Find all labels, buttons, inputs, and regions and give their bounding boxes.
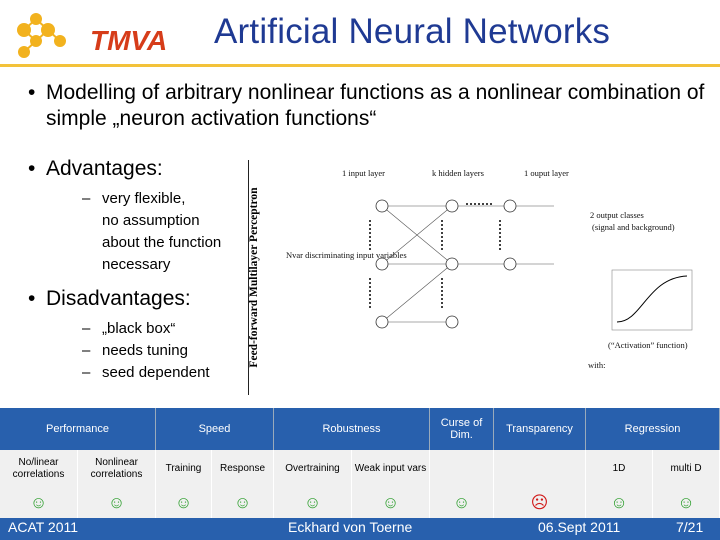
rating-icon: ☺ (653, 488, 720, 518)
rating-icon: ☺ (586, 488, 653, 518)
rating-icon: ☺ (430, 488, 494, 518)
dash: – (82, 342, 91, 359)
disadvantage-item: –needs tuning (82, 340, 210, 362)
sigmoid-plot (611, 269, 693, 331)
header-performance: Performance (0, 408, 156, 450)
with-label: with: (588, 360, 605, 370)
bullet-dot: • (28, 81, 36, 104)
sub-training: Training (156, 450, 212, 488)
input-nodes (375, 199, 517, 329)
dash: – (82, 190, 91, 207)
rating-icon: ☺ (352, 488, 430, 518)
advantage-line: very flexible, (102, 190, 186, 207)
sub-nonlinear-corr: Nonlinear correlations (78, 450, 156, 488)
output-classes-label-2: (signal and background) (592, 222, 675, 232)
rating-icon: ☺ (78, 488, 156, 518)
dash: – (82, 320, 91, 337)
disadvantage-item: –„black box“ (82, 318, 210, 340)
disadvantage-item: –seed dependent (82, 362, 210, 384)
rating-icon: ☺ (274, 488, 352, 518)
footer-date: 06.Sept 2011 (538, 519, 621, 535)
layer-output-label: 1 ouput layer (524, 168, 569, 178)
logo-text: TMVA (90, 25, 167, 56)
header-speed: Speed (156, 408, 274, 450)
title-divider (0, 64, 720, 67)
ellipsis-lines (369, 203, 501, 310)
rating-icon: ☺ (212, 488, 274, 518)
advantages-title: Advantages: (46, 157, 163, 180)
disadvantage-text: seed dependent (102, 364, 210, 381)
comparison-table: Performance Speed Robustness Curse of Di… (0, 408, 720, 518)
footer-conference: ACAT 2011 (8, 519, 79, 535)
disadvantage-text: needs tuning (102, 342, 188, 359)
sub-weak-vars: Weak input vars (352, 450, 430, 488)
sub-transparency-blank (494, 450, 586, 488)
advantage-line: necessary (102, 256, 171, 273)
slide-title: Artificial Neural Networks (214, 12, 611, 51)
sub-response: Response (212, 450, 274, 488)
dash: – (82, 364, 91, 381)
tmva-logo: TMVA (17, 13, 167, 58)
sub-curse-blank (430, 450, 494, 488)
bullet-intro-text: Modelling of arbitrary nonlinear functio… (46, 81, 705, 130)
header-robustness: Robustness (274, 408, 430, 450)
nvar-label: Nvar discriminating input variables (286, 250, 407, 260)
disadvantage-text: „black box“ (102, 320, 176, 337)
nn-connections (381, 205, 554, 323)
rating-icon: ☺ (0, 488, 78, 518)
footer-author: Eckhard von Toerne (288, 519, 413, 535)
activation-label: (“Activation” function) (608, 340, 688, 350)
header-curse-of-dim: Curse of Dim. (430, 408, 494, 450)
bullet-disadvantages: • Disadvantages: (28, 286, 191, 312)
nn-diagram-panel (248, 160, 710, 395)
rating-icon: ☺ (156, 488, 212, 518)
bullet-intro: • Modelling of arbitrary nonlinear funct… (28, 80, 706, 132)
bullet-advantages: • Advantages: (28, 156, 163, 182)
advantage-line: about the function (102, 234, 222, 251)
footer-bar: ACAT 2011 Eckhard von Toerne 06.Sept 201… (0, 518, 720, 540)
rating-icon: ☹ (494, 488, 586, 518)
header-regression: Regression (586, 408, 720, 450)
footer-page: 7/21 (676, 519, 704, 535)
disadvantages-list: –„black box“ –needs tuning –seed depende… (82, 318, 210, 384)
advantage-line: no assumption (102, 212, 200, 229)
bullet-dot: • (28, 157, 36, 180)
sub-1d: 1D (586, 450, 653, 488)
sub-multi-d: multi D (653, 450, 720, 488)
bullet-dot: • (28, 287, 36, 310)
output-classes-label: 2 output classes (590, 210, 644, 220)
sub-linear-corr: No/linear correlations (0, 450, 78, 488)
advantages-list: – very flexible, no assumption about the… (82, 188, 242, 276)
layer-input-label: 1 input layer (342, 168, 385, 178)
nn-diagram: 1 input layer k hidden layers 1 ouput la… (286, 168, 693, 370)
layer-hidden-label: k hidden layers (432, 168, 484, 178)
header-transparency: Transparency (494, 408, 586, 450)
sub-overtraining: Overtraining (274, 450, 352, 488)
disadvantages-title: Disadvantages: (46, 287, 191, 310)
